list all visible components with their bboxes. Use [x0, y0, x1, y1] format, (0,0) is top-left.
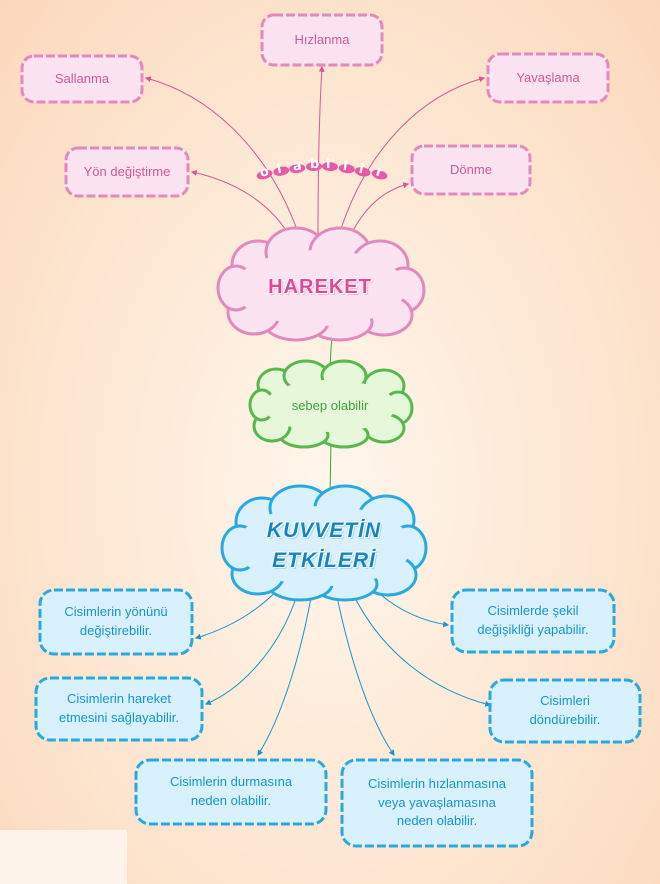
olabilir-letter: i [326, 157, 332, 173]
arrow-to-yavaslama [337, 76, 486, 239]
effect-line: etmesini sağlayabilir. [59, 710, 179, 725]
effect-line: Cisimleri [540, 693, 590, 709]
effect-line: Cisimlerin hızlanmasına [368, 775, 506, 791]
node-effect-6: Cisimlerin hızlanmasına veya yavaşlaması… [342, 760, 532, 846]
arrow-to-effect-3 [204, 591, 299, 705]
force-effect-boxes [34, 588, 642, 848]
force-cloud [220, 484, 428, 602]
box-sallanma [20, 54, 144, 104]
effect-line: neden olabilir. [396, 813, 478, 829]
force-arrows [194, 584, 492, 757]
corner-blank-box [0, 830, 127, 884]
node-hareket: HAREKET [268, 275, 372, 298]
box-effect-6 [340, 758, 534, 848]
hareket-cloud [216, 226, 426, 342]
node-hizlanma: Hızlanma [294, 31, 350, 47]
box-effect-3 [34, 676, 204, 742]
olabilir-letter: l [342, 158, 349, 174]
effect-line: Cisimlerin hareket [66, 691, 172, 707]
olabilir-letter: o [258, 164, 271, 181]
effect-line: değişikliği yapabilir. [477, 622, 589, 637]
effect-line: Cisimlerin yönünü [64, 604, 168, 620]
box-yavaslama [486, 52, 610, 104]
box-hizlanma [260, 13, 384, 67]
box-effect-5 [134, 758, 328, 826]
node-kuvvetin-etkileri: KUVVETİN ETKİLERİ [236, 508, 412, 584]
arrow-to-hizlanma [317, 65, 325, 237]
node-effect-2: Cisimlerde şekil değişikliği yapabilir. [452, 590, 614, 652]
olabilir-letter: b [309, 157, 320, 173]
force-title-line1: KUVVETİN [266, 518, 382, 542]
force-title-line2: ETKİLERİ [272, 549, 376, 572]
effect-line: Cisimlerde şekil [487, 603, 579, 619]
motion-type-boxes [20, 13, 610, 198]
link-cloud [248, 359, 414, 449]
olabilir-letter: a [292, 158, 303, 175]
node-effect-3: Cisimlerin hareket etmesini sağlayabilir… [36, 678, 202, 740]
olabilir-letter: i [358, 161, 366, 177]
node-effect-5: Cisimlerin durmasına neden olabilir. [136, 760, 326, 824]
olabilir-letter: r [374, 164, 385, 181]
node-sallanma: Sallanma [54, 70, 110, 86]
node-yavaslama: Yavaşlama [516, 69, 580, 85]
arrow-to-sallanma [144, 76, 301, 239]
box-yon-degistirme [64, 146, 190, 198]
effect-line: değiştirebilir. [79, 623, 153, 638]
node-effect-4: Cisimleri döndürebilir. [490, 680, 640, 742]
olabilir-letter: l [275, 161, 283, 177]
node-donme: Dönme [450, 161, 492, 177]
box-effect-4 [488, 678, 642, 744]
effect-line: Cisimlerin durmasına [169, 774, 293, 790]
effect-line: veya yavaşlamasına [378, 794, 496, 810]
arrow-to-yon-degistirme [190, 170, 293, 241]
box-donme [410, 144, 532, 196]
effect-line: döndürebilir. [529, 712, 601, 727]
box-effect-1 [38, 588, 194, 656]
arrow-to-effect-5 [257, 591, 313, 757]
node-effect-1: Cisimlerin yönünü değiştirebilir. [40, 590, 192, 654]
effect-line: neden olabilir. [190, 793, 272, 808]
box-effect-2 [450, 588, 616, 654]
node-yon-degistirme: Yön değiştirme [83, 163, 171, 179]
arrow-to-effect-4 [351, 591, 492, 707]
node-sebep-olabilir: sebep olabilir [291, 397, 369, 413]
arrow-to-effect-6 [335, 591, 395, 756]
